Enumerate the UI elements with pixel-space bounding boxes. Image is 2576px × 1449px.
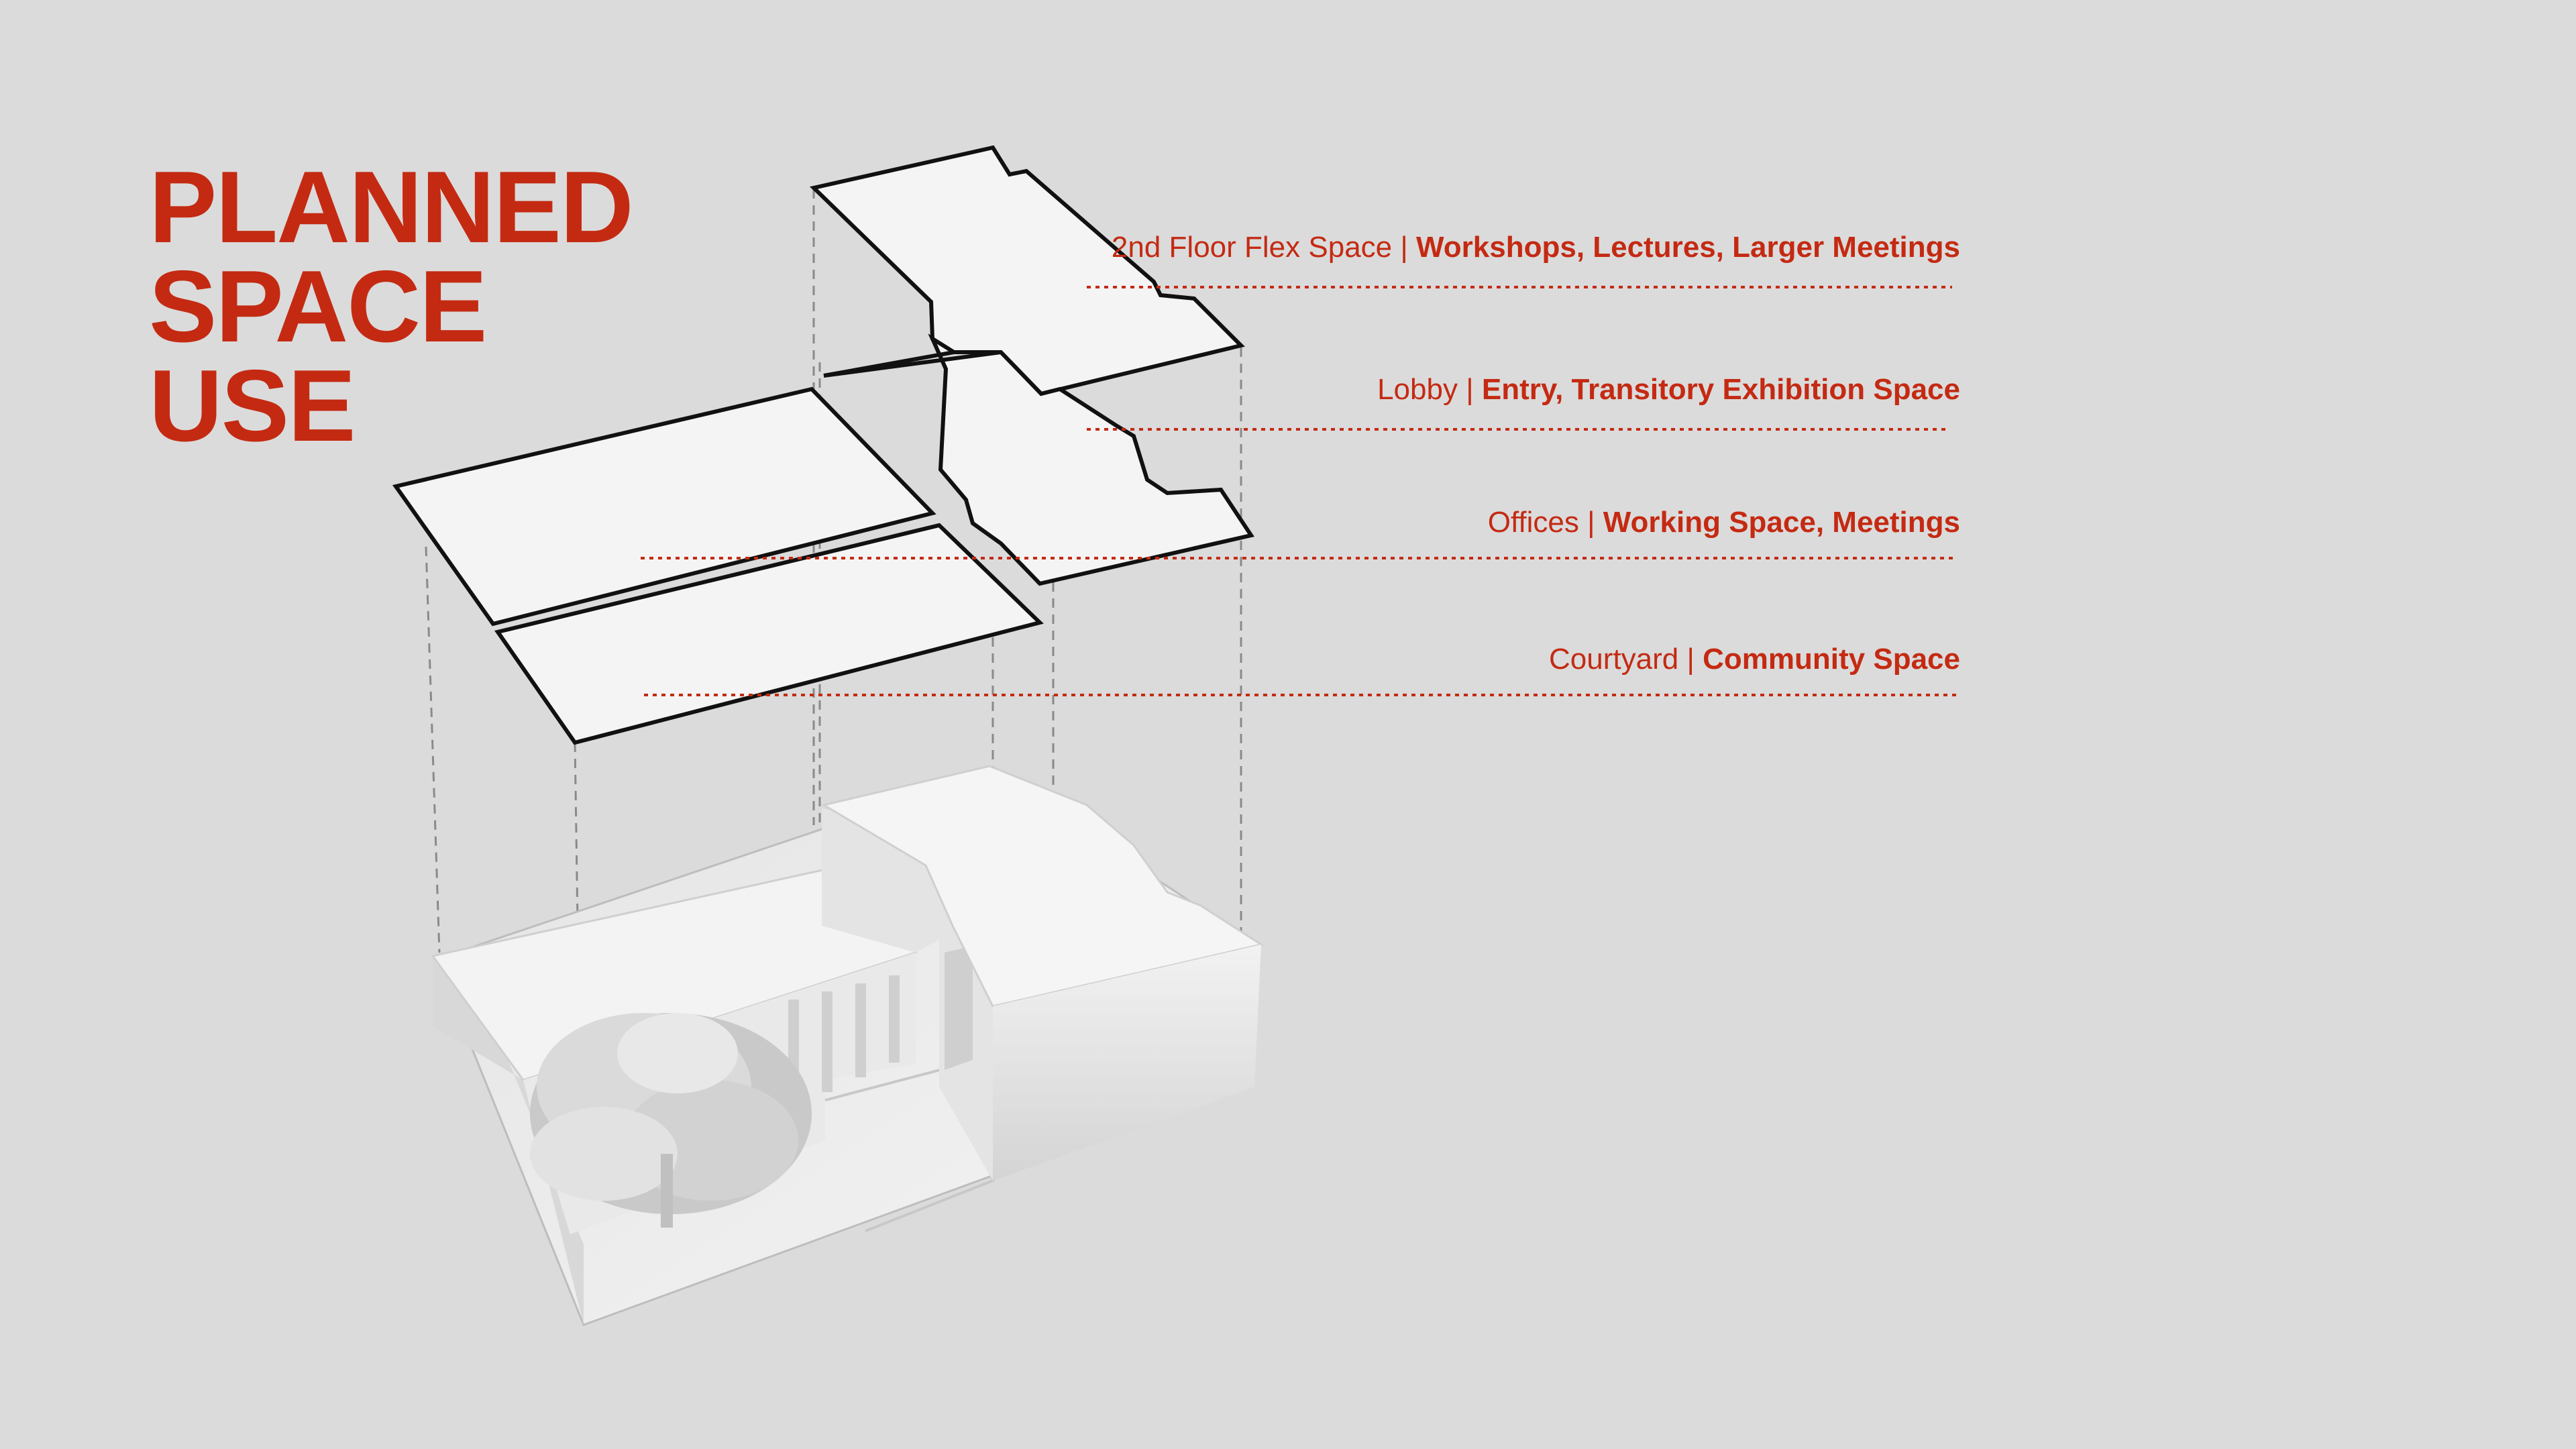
label-use: Community Space: [1703, 643, 1960, 676]
label-space-name: Offices: [1488, 506, 1579, 539]
plane-2nd-floor: [814, 148, 1241, 394]
label-separator: |: [1686, 643, 1694, 676]
label-use: Working Space, Meetings: [1603, 506, 1960, 539]
label-use: Entry, Transitory Exhibition Space: [1482, 373, 1960, 406]
label-2nd-floor: 2nd Floor Flex Space | Workshops, Lectur…: [1112, 231, 1960, 264]
building-model: [433, 766, 1261, 1325]
label-separator: |: [1466, 373, 1473, 406]
label-space-name: Lobby: [1377, 373, 1458, 406]
label-space-name: 2nd Floor Flex Space: [1112, 231, 1392, 264]
label-separator: |: [1400, 231, 1407, 264]
label-separator: |: [1587, 506, 1595, 539]
label-lobby: Lobby | Entry, Transitory Exhibition Spa…: [1377, 373, 1960, 407]
label-use: Workshops, Lectures, Larger Meetings: [1416, 231, 1960, 264]
label-space-name: Courtyard: [1549, 643, 1678, 676]
label-offices: Offices | Working Space, Meetings: [1488, 506, 1960, 539]
label-courtyard: Courtyard | Community Space: [1549, 643, 1960, 676]
